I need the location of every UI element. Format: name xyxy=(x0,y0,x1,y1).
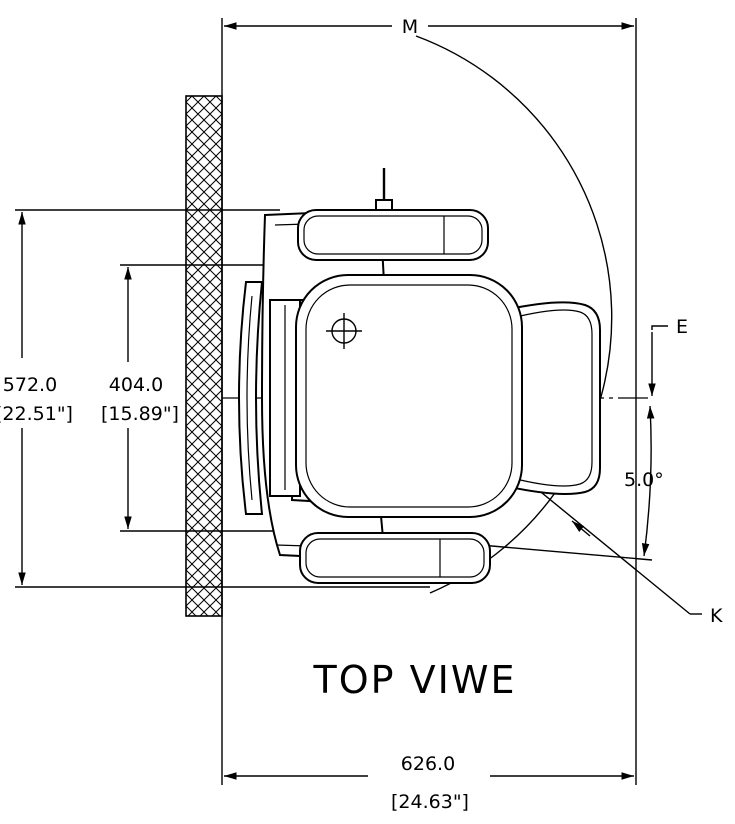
back-panel-inner xyxy=(246,295,253,501)
armrest-bottom xyxy=(299,532,491,584)
seat-cushion-inner xyxy=(305,284,513,508)
armrest-top-inner xyxy=(303,215,483,255)
dimension-inner-in: [15.89"] xyxy=(101,403,179,425)
wall-hatch xyxy=(185,95,223,617)
angle-arc xyxy=(641,405,655,557)
backrest-inner xyxy=(511,309,593,487)
backrest xyxy=(504,301,601,495)
dimension-width-in: [24.63"] xyxy=(391,791,469,813)
offset-e-label: E xyxy=(676,316,688,338)
swing-radius-arc xyxy=(415,35,613,594)
seat-cushion xyxy=(295,274,523,518)
dimension-m-label: M xyxy=(402,16,418,38)
armrest-bottom-inner xyxy=(305,538,485,578)
armrest-top xyxy=(297,209,489,261)
dimension-inner-mm: 404.0 xyxy=(109,374,163,396)
dimension-outer-in: [22.51"] xyxy=(0,403,73,425)
dimension-width-mm: 626.0 xyxy=(401,753,455,775)
view-title: TOP VIWE xyxy=(313,658,517,702)
back-panel xyxy=(238,281,264,515)
radius-k-label: K xyxy=(710,605,723,627)
angle-label: 5.0° xyxy=(624,469,664,491)
offset-e-leader xyxy=(651,325,668,330)
radius-k-arrow xyxy=(571,520,591,537)
dimension-outer-mm: 572.0 xyxy=(3,374,57,396)
